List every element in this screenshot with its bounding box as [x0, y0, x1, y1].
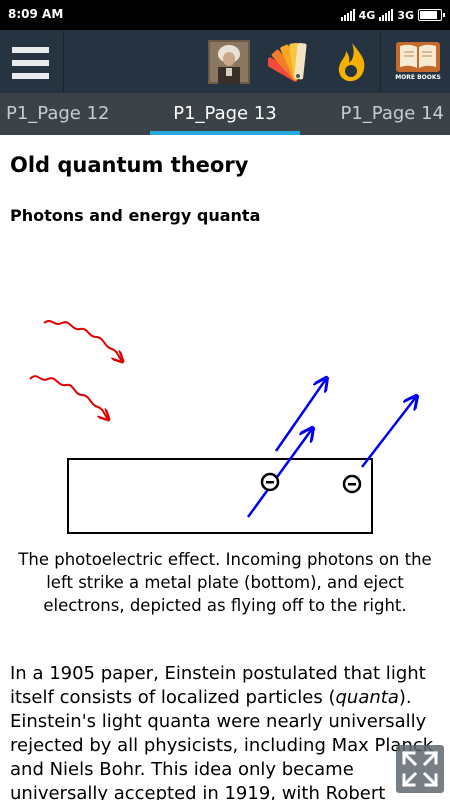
metal-plate [67, 458, 373, 534]
app-bar: MORE BOOKS [0, 30, 450, 93]
electron [342, 474, 362, 494]
network-type-1: 4G [358, 8, 376, 22]
section-heading: Photons and energy quanta [10, 206, 261, 225]
flame-icon[interactable] [330, 39, 375, 84]
electron [260, 472, 280, 492]
photon-wave [43, 320, 122, 361]
paragraph-text: ). Einstein's light quanta were nearly u… [10, 687, 434, 800]
network-type-2: 3G [397, 8, 414, 22]
page-title: Old quantum theory [10, 153, 249, 177]
status-bar: 8:09 AM 4G 3G [0, 0, 450, 30]
tab-indicator [150, 131, 300, 135]
more-books-label: MORE BOOKS [395, 74, 441, 81]
signal-icon [379, 9, 394, 21]
fullscreen-button[interactable] [396, 745, 444, 793]
menu-button[interactable] [0, 30, 64, 93]
tab-next-page[interactable]: P1_Page 14 [340, 103, 444, 124]
electron-path [246, 429, 312, 518]
electron-group [260, 472, 362, 494]
books-icon [396, 42, 440, 72]
photon-wave [29, 375, 108, 419]
color-swatch-icon[interactable] [268, 39, 313, 84]
page-content: Old quantum theory Photons and energy qu… [0, 135, 450, 800]
signal-icon [340, 9, 355, 21]
tab-current-page[interactable]: P1_Page 13 [173, 103, 277, 124]
figure-caption: The photoelectric effect. Incoming photo… [18, 550, 432, 615]
photoelectric-figure [29, 320, 450, 534]
paragraph-text: In a 1905 paper, Einstein postulated tha… [10, 663, 426, 708]
more-books-button[interactable]: MORE BOOKS [392, 38, 444, 86]
tab-prev-page[interactable]: P1_Page 12 [6, 103, 110, 124]
einstein-portrait-icon[interactable] [208, 40, 250, 84]
electron-path [361, 397, 416, 468]
battery-icon [418, 9, 445, 21]
status-icons: 4G 3G [340, 6, 445, 24]
divider [380, 30, 381, 93]
expand-icon [401, 750, 439, 788]
body-paragraph: In a 1905 paper, Einstein postulated tha… [10, 662, 442, 800]
page-tab-bar: P1_Page 12 P1_Page 13 P1_Page 14 [0, 93, 450, 135]
status-time: 8:09 AM [8, 7, 64, 21]
electron-path [274, 379, 326, 452]
paragraph-italic: quanta [335, 687, 399, 708]
